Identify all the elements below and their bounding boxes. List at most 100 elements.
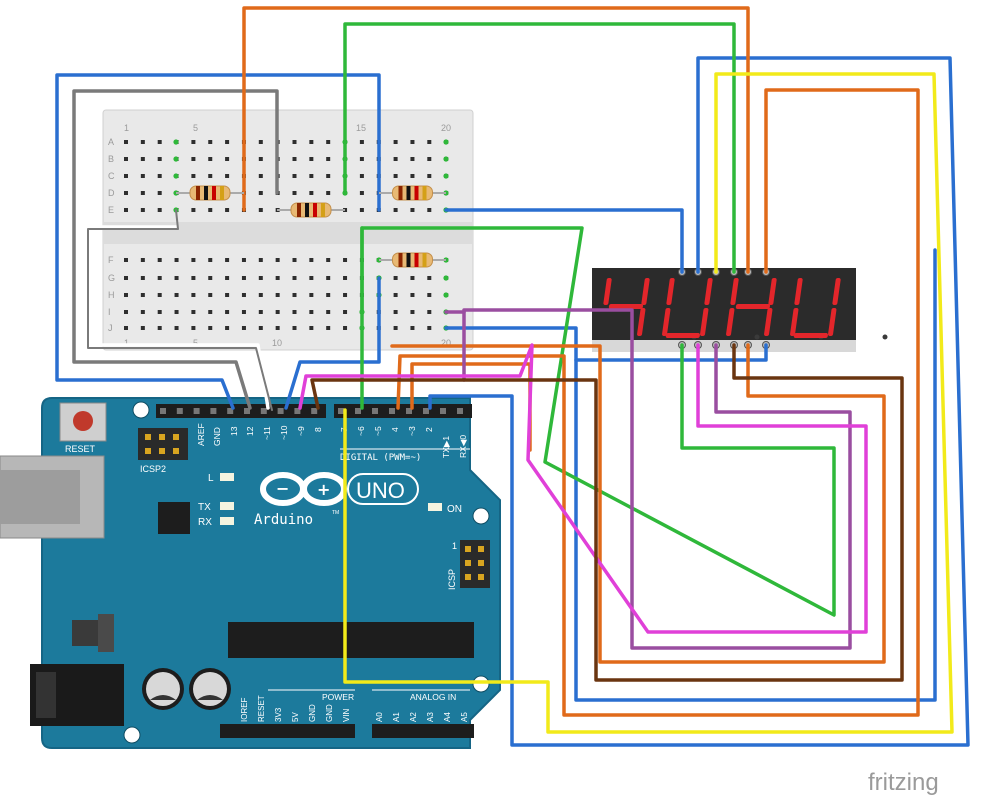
breadboard-hole xyxy=(174,276,179,280)
fritzing-watermark: fritzing xyxy=(868,769,939,796)
row-label-c: C xyxy=(108,171,115,181)
uno-badge xyxy=(347,473,419,505)
led-on-label: ON xyxy=(447,504,462,515)
breadboard-hole xyxy=(124,140,128,144)
segment-d-digit-2 xyxy=(665,333,700,338)
resistor-1-band xyxy=(196,186,200,200)
breadboard-hole xyxy=(140,326,145,330)
resistor-3-band xyxy=(406,186,411,200)
breadboard-hole xyxy=(124,208,128,212)
decimal-point-digit-4 xyxy=(882,334,888,340)
breadboard-hole xyxy=(275,293,280,297)
icsp-header xyxy=(460,540,490,588)
segment-b-digit-3 xyxy=(768,278,777,305)
segment-d-digit-4 xyxy=(793,333,828,338)
breadboard-hole xyxy=(326,293,331,297)
breadboard-hole xyxy=(343,208,348,212)
breadboard-hole xyxy=(208,157,213,161)
analog-in-label: ANALOG IN xyxy=(410,692,456,702)
icsp2-header xyxy=(138,428,188,460)
icsp-label: ICSP xyxy=(447,569,457,590)
resistor-1-band xyxy=(212,186,216,200)
breadboard-hole xyxy=(191,276,196,280)
breadboard-col-1-bottom: 1 xyxy=(124,338,129,348)
segment-b-digit-1 xyxy=(641,278,650,305)
segment-f-digit-4 xyxy=(794,278,803,305)
pin-label-10: ~10 xyxy=(279,425,289,440)
arduino-uno-board: RESET ICSP2 AREF GND 13 12 ~11 ~10 ~9 8 … xyxy=(0,397,501,749)
segment-c-digit-2 xyxy=(700,308,709,336)
breadboard-hole xyxy=(225,310,230,314)
breadboard-hole xyxy=(393,276,398,280)
led-l xyxy=(220,473,234,481)
breadboard-hole xyxy=(359,208,364,212)
led-l-label: L xyxy=(208,473,214,484)
breadboard-hole xyxy=(410,326,415,330)
breadboard-hole xyxy=(326,140,331,144)
breadboard-hole xyxy=(124,276,128,280)
logo-plus-glyph: + xyxy=(317,480,330,499)
row-label-i: I xyxy=(108,307,111,317)
breadboard-hole xyxy=(208,174,213,178)
wire-blue-3 xyxy=(444,208,684,274)
breadboard-hole xyxy=(326,174,331,178)
power-header xyxy=(220,724,355,738)
breadboard-hole xyxy=(225,208,230,212)
digital-header-low xyxy=(334,404,472,418)
resistor-4-band xyxy=(398,253,403,267)
breadboard-hole xyxy=(292,293,297,297)
breadboard-hole xyxy=(157,293,162,297)
header-pin xyxy=(389,408,395,414)
breadboard-hole xyxy=(309,140,314,144)
segment-e-digit-2 xyxy=(662,308,671,336)
header-pin xyxy=(294,408,301,414)
breadboard-hole xyxy=(427,276,432,280)
breadboard-hole xyxy=(225,157,230,161)
segment-g-digit-3 xyxy=(735,304,771,309)
resistor-2-band xyxy=(321,203,325,217)
icsp-pin xyxy=(465,546,471,552)
row-label-j: J xyxy=(108,323,113,333)
header-pin xyxy=(338,408,344,414)
breadboard-hole xyxy=(427,310,432,314)
breadboard-hole xyxy=(292,174,297,178)
header-pin xyxy=(260,408,267,414)
breadboard-hole xyxy=(157,258,162,262)
breadboard-hole xyxy=(359,191,364,195)
breadboard-hole xyxy=(258,293,263,297)
capacitor-2 xyxy=(189,668,231,710)
breadboard-hole xyxy=(208,258,213,262)
pin-label-3: ~3 xyxy=(407,426,417,436)
led-on xyxy=(428,503,442,511)
breadboard-hole xyxy=(410,140,415,144)
reset-button[interactable] xyxy=(59,402,107,442)
breadboard-hole xyxy=(124,191,128,195)
breadboard-hole xyxy=(208,276,213,280)
pin-label-vin: VIN xyxy=(342,708,351,722)
breadboard-hole xyxy=(174,293,179,297)
segment-c-digit-3 xyxy=(764,308,773,336)
digital-pwm-label: DIGITAL (PWM=~) xyxy=(340,453,421,463)
segment-e-digit-3 xyxy=(726,308,735,336)
breadboard-hole xyxy=(191,326,196,330)
pin-label-ioref: IOREF xyxy=(240,697,249,722)
breadboard-hole xyxy=(241,293,246,297)
breadboard-hole xyxy=(191,258,196,262)
breadboard-col-5: 5 xyxy=(193,123,198,133)
wire-yellow-1 xyxy=(343,72,954,734)
pin-label-a2: A2 xyxy=(409,712,418,722)
seven-segment-display xyxy=(592,268,888,352)
wire-blue-6 xyxy=(444,326,578,362)
segment-f-digit-3 xyxy=(730,278,739,305)
wire-magenta-1 xyxy=(298,343,868,634)
breadboard-hole xyxy=(124,258,128,262)
segment-g-digit-1 xyxy=(608,304,644,309)
wire-green-2 xyxy=(360,226,836,617)
header-pin xyxy=(457,408,463,414)
breadboard-hole xyxy=(393,310,398,314)
reset-label: RESET xyxy=(65,444,96,454)
breadboard-hole xyxy=(309,174,314,178)
breadboard-hole xyxy=(124,293,128,297)
breadboard-col-10-bottom: 10 xyxy=(272,338,282,348)
breadboard-hole xyxy=(241,258,246,262)
